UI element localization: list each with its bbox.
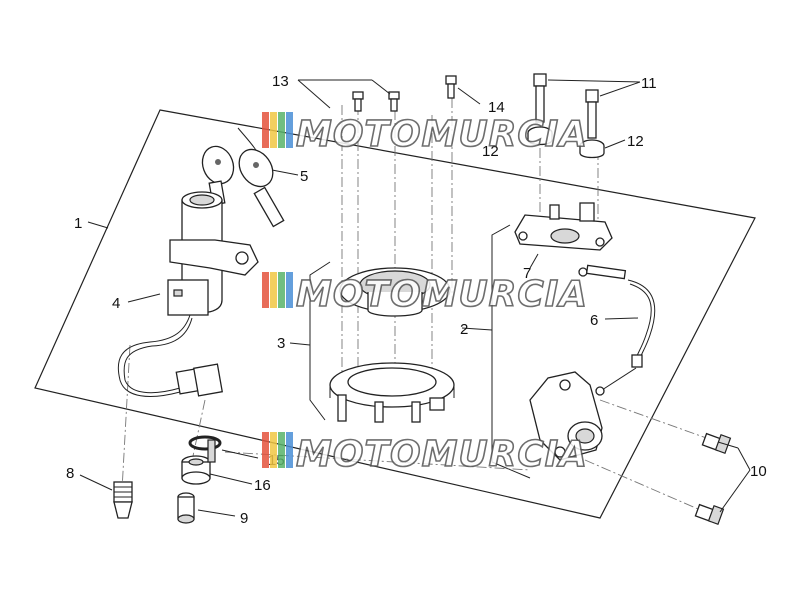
lock-body-part-2 [529,371,603,461]
label-part-16: 16 [254,477,271,494]
bushing-part-16 [181,455,211,485]
watermark-3: MOTOMURCIA [262,432,588,476]
washers-part-12 [527,126,605,159]
label-part-9: 9 [240,510,248,527]
label-part-13: 13 [272,73,289,90]
label-part-7: 7 [523,265,531,282]
bolts-part-10 [694,432,732,525]
oring-part-15 [188,435,222,463]
watermark-text-1: MOTOMURCIA [296,114,588,155]
label-part-5: 5 [300,168,308,185]
insert-part-8 [113,481,133,519]
label-part-3: 3 [277,335,285,352]
watermark-text-2: MOTOMURCIA [296,274,588,315]
cable-part-6 [578,264,656,396]
flange-part-3 [329,267,455,423]
label-part-1: 1 [74,215,82,232]
ignition-switch-part-4 [117,191,259,397]
label-part-12-upper: 12 [482,143,499,160]
label-part-14: 14 [488,99,505,116]
bolts-part-11 [533,73,599,139]
label-part-2: 2 [460,321,468,338]
label-part-12-right: 12 [627,133,644,150]
screws-part-13-14 [352,75,457,112]
screw-part-9 [177,492,195,524]
bracket-part-3 [309,261,331,421]
watermark-1: MOTOMURCIA [262,112,588,156]
label-part-10: 10 [750,463,767,480]
label-part-6: 6 [590,312,598,329]
switch-plate-part-7 [514,202,613,251]
assembly-frame [34,109,756,519]
label-part-8: 8 [66,465,74,482]
label-part-4: 4 [112,295,120,312]
bracket-part-2 [491,224,531,479]
watermark-text-3: MOTOMURCIA [296,434,588,475]
alignment-lines [121,98,713,513]
leader-lines [79,79,751,517]
label-part-11: 11 [641,75,657,92]
watermark-2: MOTOMURCIA [262,272,588,316]
